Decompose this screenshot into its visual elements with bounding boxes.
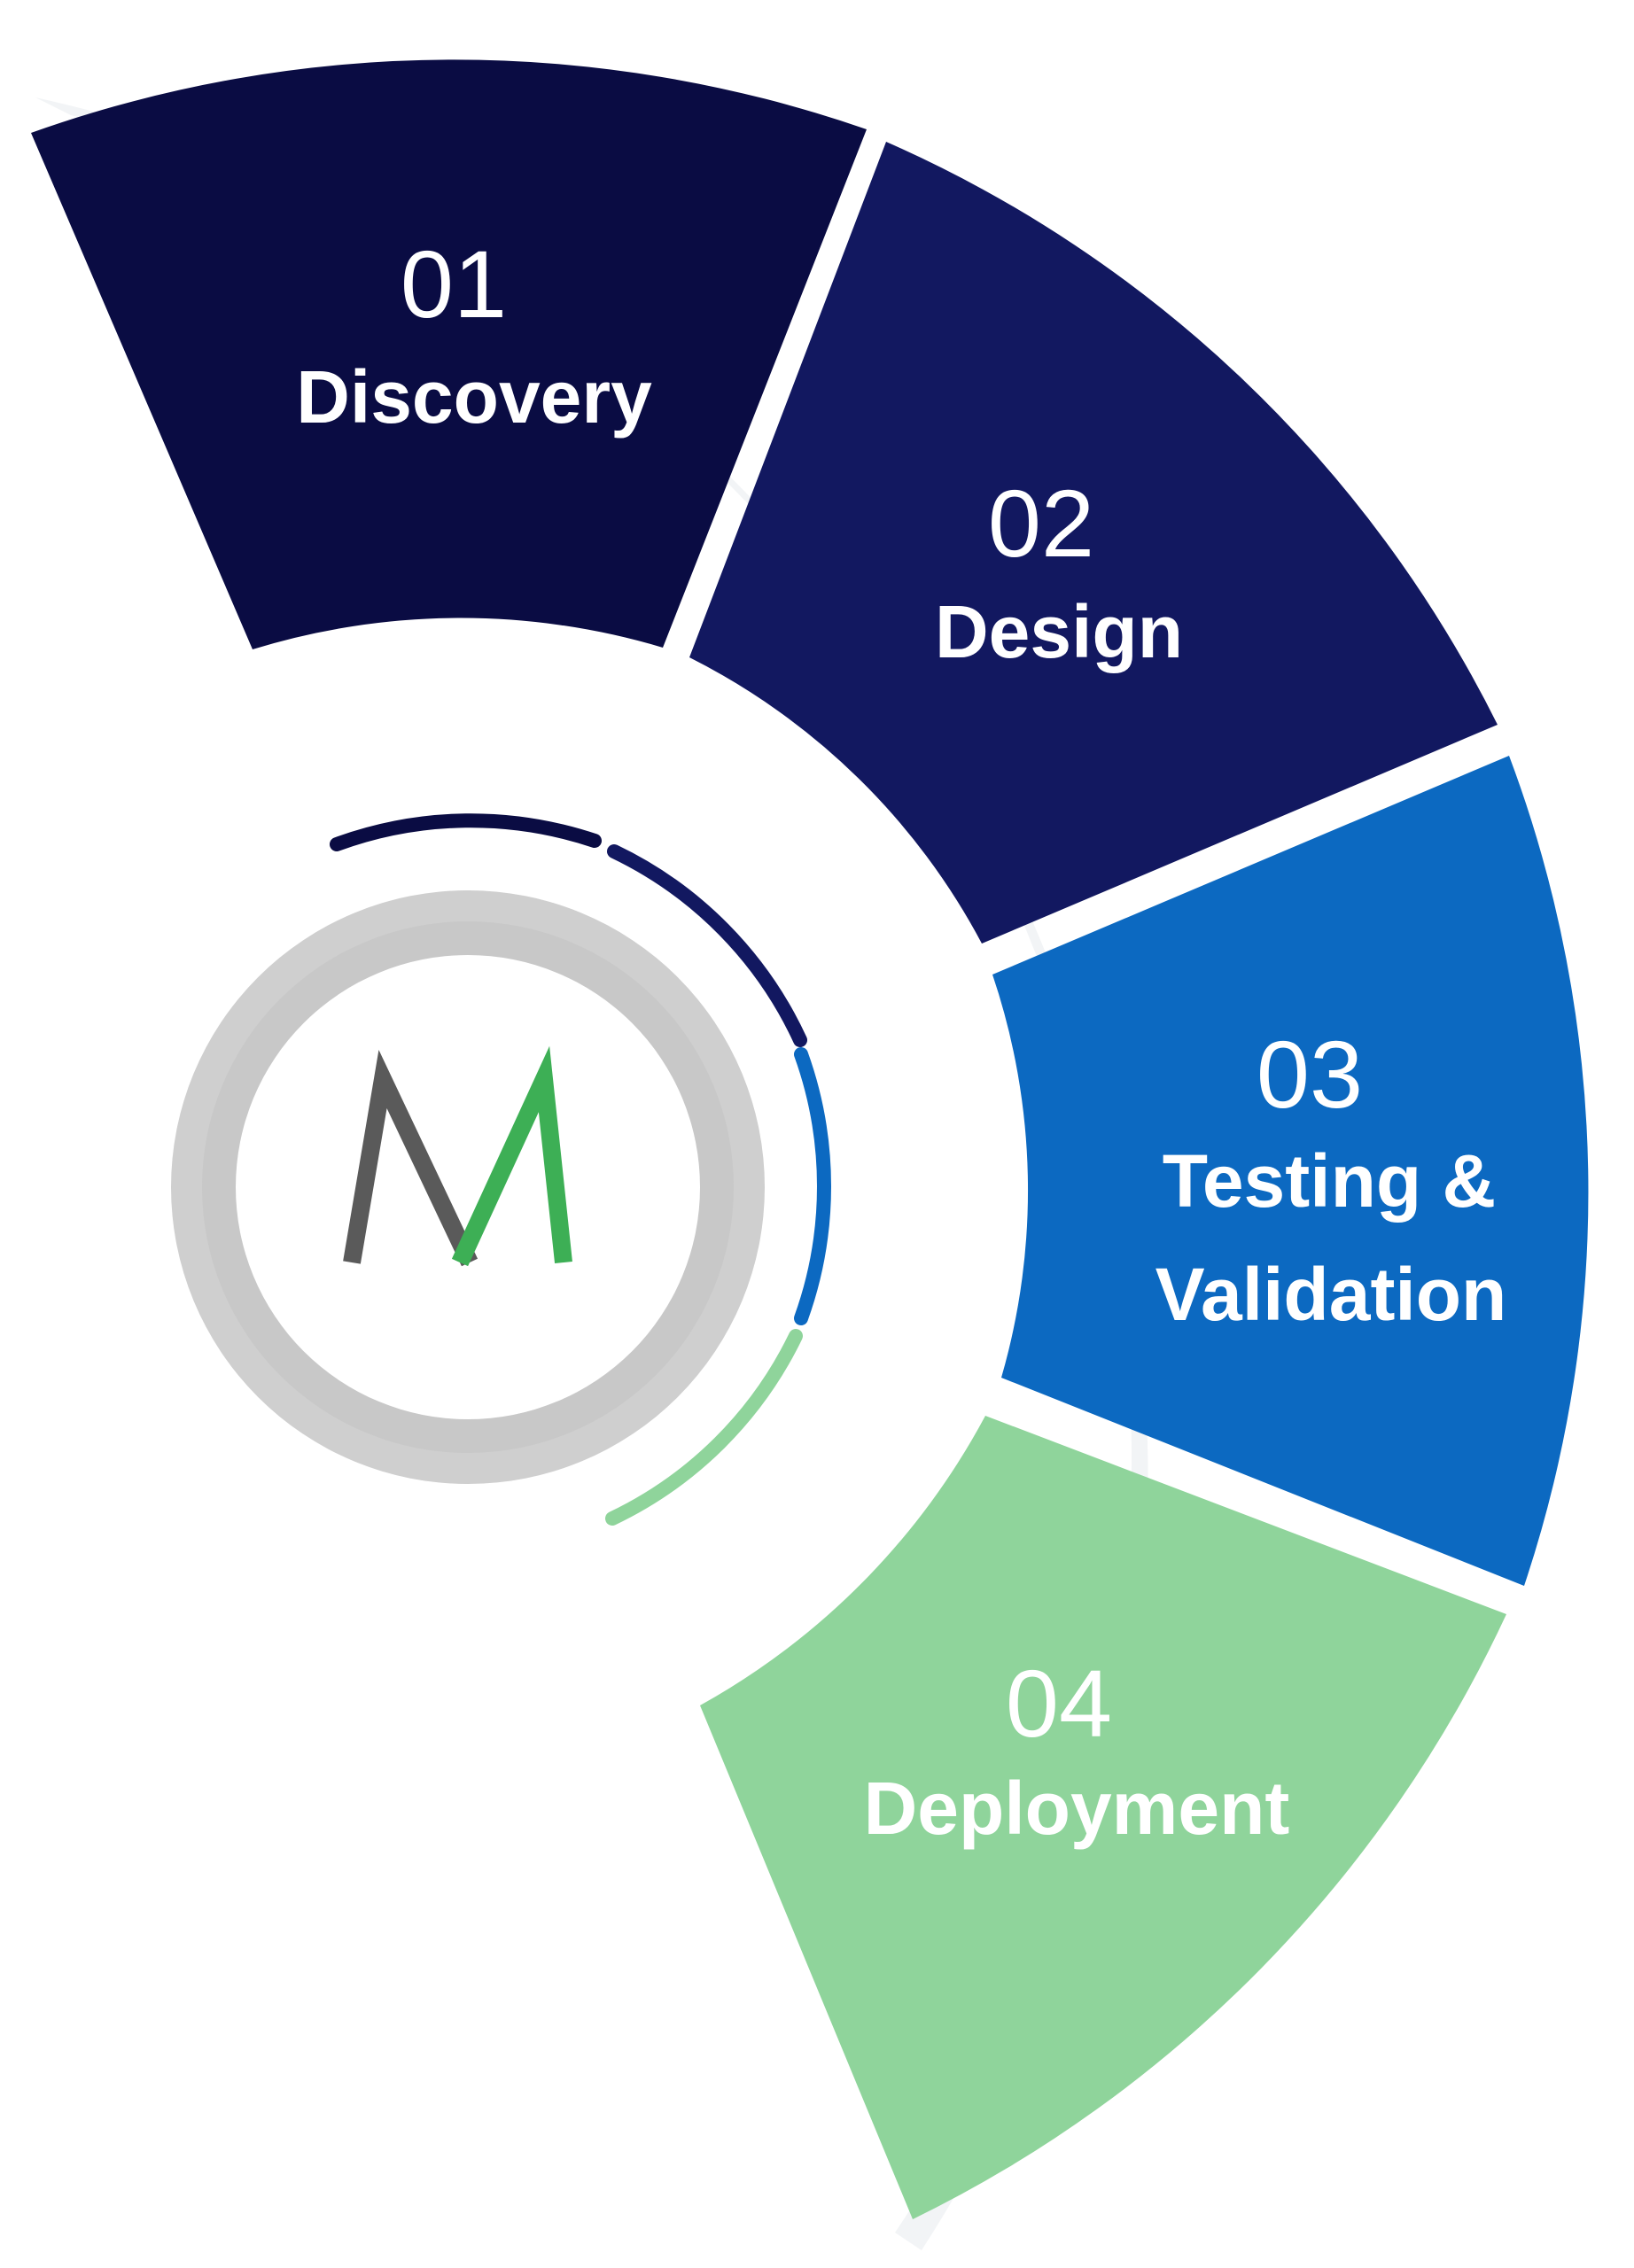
center-logo [171, 890, 765, 1484]
segment-deployment-label: Deployment [864, 1767, 1290, 1850]
segment-design-label: Design [935, 590, 1183, 673]
segment-design: 02 Design [689, 142, 1498, 944]
segment-deployment-shape [700, 1416, 1506, 2219]
segment-deployment-number: 04 [1006, 1650, 1112, 1757]
segment-discovery-shape [31, 59, 867, 649]
segment-design-shape [689, 142, 1498, 944]
indicator-arc-design [607, 844, 807, 1047]
segment-deployment: 04 Deployment [700, 1416, 1506, 2219]
segment-testing-label-line1: Testing & [1163, 1139, 1496, 1223]
segment-design-number: 02 [988, 470, 1094, 577]
segment-testing-shape [992, 756, 1589, 1586]
segment-discovery-number: 01 [401, 230, 507, 338]
indicator-arc-testing [794, 1047, 831, 1325]
indicator-arc-deployment [605, 1329, 803, 1526]
segment-testing-label-line2: Validation [1155, 1253, 1507, 1336]
inner-indicator-arcs [330, 813, 831, 1526]
logo-inner-disc [236, 955, 700, 1419]
segment-testing-validation: 03 Testing & Validation [992, 756, 1589, 1586]
segment-discovery-label: Discovery [296, 355, 652, 439]
logo-m-right-stroke [451, 1045, 572, 1267]
segment-testing-number: 03 [1257, 1021, 1363, 1128]
logo-m-left-stroke [343, 1049, 479, 1267]
segment-discovery: 01 Discovery [31, 59, 867, 649]
indicator-arc-discovery [330, 813, 602, 851]
